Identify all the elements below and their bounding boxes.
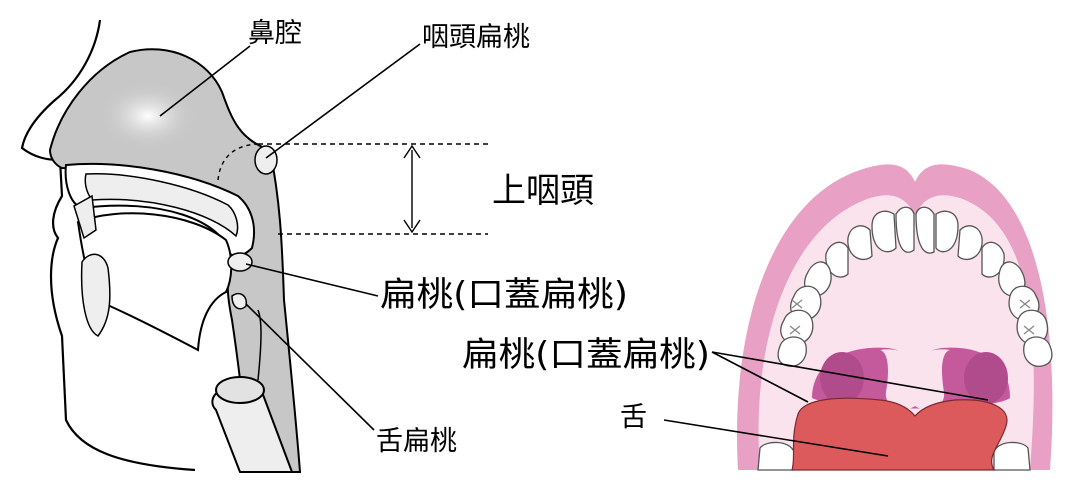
leader-tonsil-right — [711, 351, 989, 401]
uvula — [880, 349, 950, 410]
leader-nasal-cavity — [159, 45, 251, 117]
label-palatine-tonsil-side: 扁桃(口蓋扁桃) — [380, 275, 628, 315]
range-arrow-down — [403, 219, 421, 234]
nasopharynx-boundary-arc — [217, 143, 259, 181]
lower-teeth — [757, 441, 1031, 471]
leader-tongue — [663, 419, 889, 457]
open-mouth-view — [737, 164, 1053, 471]
label-tongue: 舌 — [620, 402, 647, 433]
leader-palatine-tonsil-side — [245, 263, 379, 297]
label-nasal-cavity: 鼻腔 — [248, 18, 302, 49]
label-lingual-tonsil: 舌扁桃 — [376, 426, 457, 457]
leader-pharyngeal-tonsil — [265, 43, 421, 159]
nasal-cavity-highlight — [98, 82, 198, 150]
right-leader-lines — [663, 351, 989, 457]
palatine-tonsil-side — [227, 252, 253, 272]
sagittal-head-view — [20, 19, 302, 473]
label-pharyngeal-tonsil: 咽頭扁桃 — [422, 22, 530, 53]
nasopharynx-range-indicator — [258, 143, 488, 235]
face-outline — [20, 19, 196, 472]
upper-teeth-arch — [777, 206, 1053, 367]
label-nasopharynx: 上咽頭 — [492, 171, 594, 211]
left-leader-lines — [159, 43, 421, 431]
palatine-tonsil-right — [964, 352, 1008, 404]
lower-jaw-structure — [80, 253, 111, 337]
leader-tonsil-left — [711, 351, 809, 403]
label-palatine-tonsil-mouth: 扁桃(口蓋扁桃) — [462, 335, 710, 375]
range-arrow-up — [403, 144, 421, 159]
upper-teeth-region — [73, 194, 97, 240]
leader-lingual-tonsil — [245, 303, 375, 431]
palatine-tonsil-left — [820, 352, 864, 404]
pharyngeal-tonsil-bump — [254, 145, 278, 175]
lingual-tonsil-side — [231, 292, 248, 310]
tongue-front — [791, 397, 1008, 471]
trachea — [211, 309, 294, 473]
